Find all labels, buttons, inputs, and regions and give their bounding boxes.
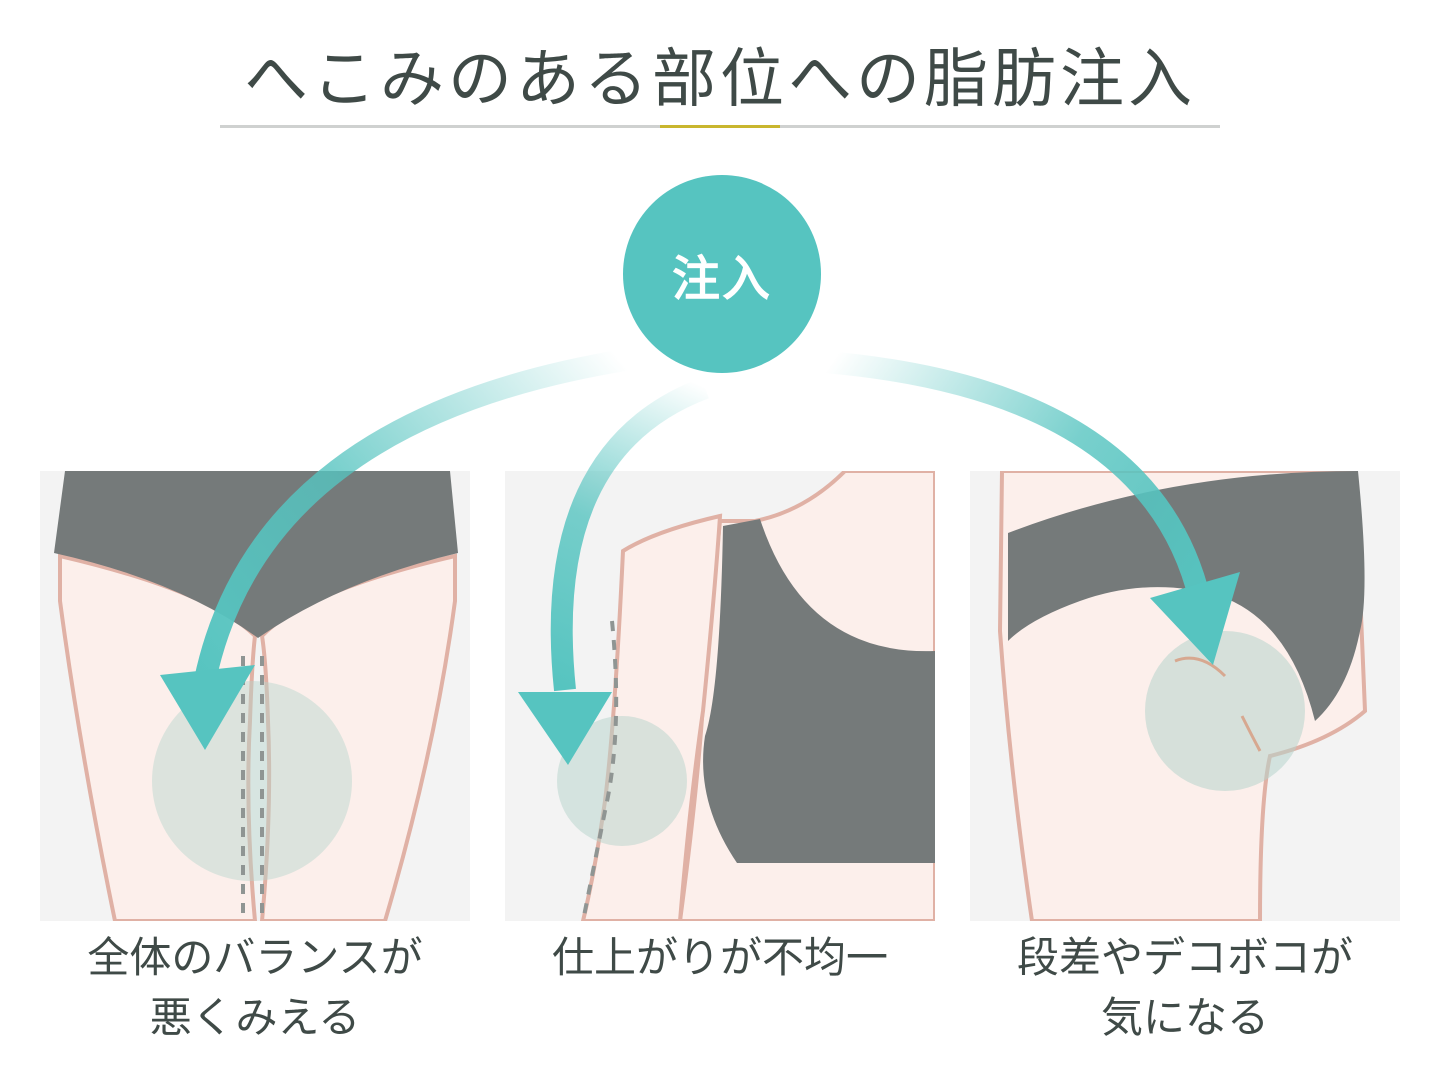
target-area: [1145, 631, 1305, 791]
page-title: へこみのある部位への脂肪注入: [244, 43, 1196, 117]
buttock-illustration: [997, 471, 1368, 921]
sports-top: [703, 519, 935, 863]
caption-panel-3: 段差やデコボコが 気になる: [970, 928, 1400, 1048]
injection-label: 注入: [671, 251, 772, 307]
target-area: [557, 716, 687, 846]
arm-illustration: [557, 471, 935, 921]
caption-panel-2: 仕上がりが不均一: [505, 928, 935, 988]
panel-inner-thigh: [40, 471, 470, 921]
injection-badge: 注入: [623, 175, 821, 373]
inner-thigh-illustration: [54, 471, 458, 921]
target-area: [152, 681, 352, 881]
caption-line: 悪くみえる: [149, 993, 361, 1042]
caption-line: 全体のバランスが: [87, 933, 423, 982]
dent-line-2: [1240, 715, 1262, 752]
caption-line: 仕上がりが不均一: [551, 933, 888, 982]
panel-arm: [505, 471, 935, 921]
caption-panel-1: 全体のバランスが 悪くみえる: [40, 928, 470, 1048]
panel-buttock: [970, 471, 1400, 921]
caption-line: 気になる: [1100, 993, 1269, 1042]
title-divider-accent: [660, 125, 780, 128]
caption-line: 段差やデコボコが: [1016, 933, 1353, 982]
